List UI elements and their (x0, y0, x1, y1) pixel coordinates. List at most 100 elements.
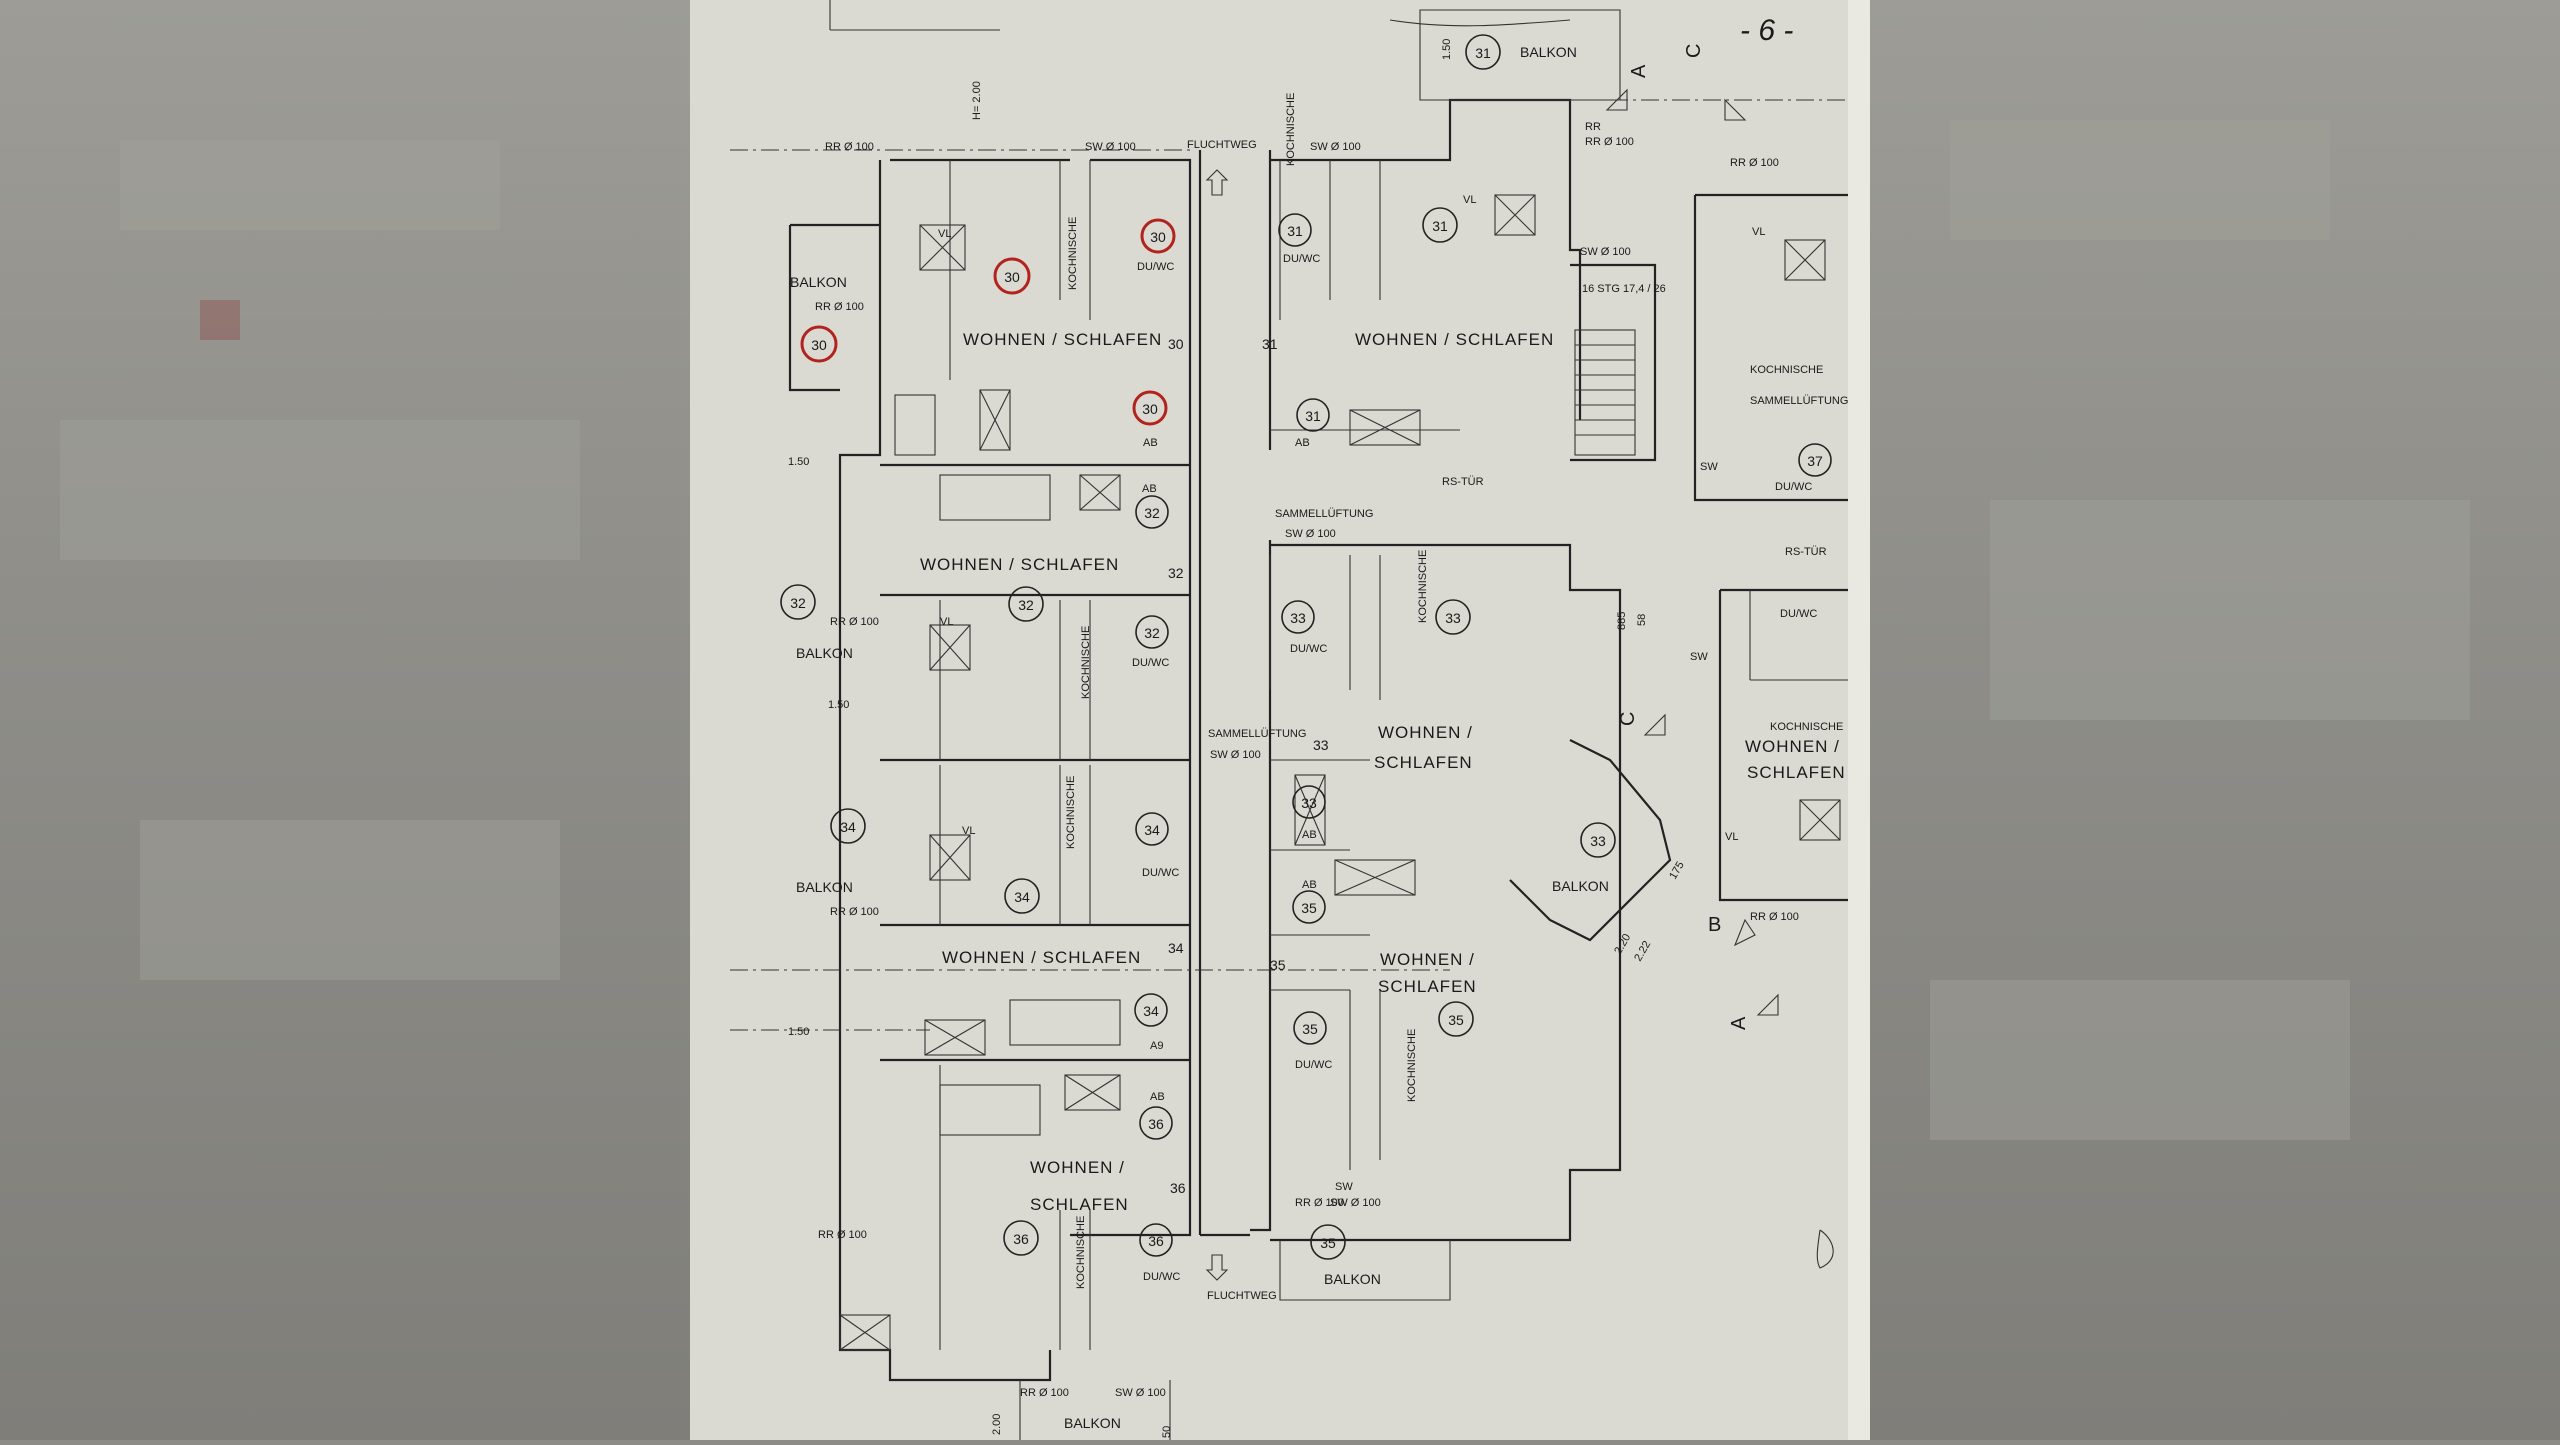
rs-tuer-label: RS-TÜR (1442, 476, 1484, 488)
stairs-label: 16 STG 17,4 / 26 (1582, 283, 1666, 295)
unit-35-number: 35 (1270, 957, 1286, 973)
unit-36-bath: DU/WC (1143, 1271, 1180, 1283)
unit-36-rr2: RR Ø 100 (818, 1229, 867, 1241)
unit-33-balcony: BALKON (1552, 878, 1609, 894)
unit-34-number: 34 (1168, 940, 1184, 956)
dim-150-a: 1.50 (788, 456, 809, 468)
unit-31-sw2: SW Ø 100 (1580, 246, 1631, 258)
dim-222: 2.22 (1632, 939, 1653, 964)
dim-200-bottom: 2.00 (991, 1414, 1003, 1435)
unit-36-id: 36 (1013, 1231, 1029, 1247)
unit-37-vl-2: VL (1725, 831, 1738, 843)
unit-35-bath: DU/WC (1295, 1059, 1332, 1071)
unit-31: WOHNEN / SCHLAFEN 31 31 DU/WC 31 31 AB 3… (1262, 34, 1634, 449)
unit-33: WOHNEN / SCHLAFEN 33 33 DU/WC 33 33 AB 3… (1275, 508, 1616, 894)
unit-30-vl: VL (938, 228, 951, 240)
unit-33-bath-id: 33 (1290, 610, 1306, 626)
unit-35-kitchen: KOCHNISCHE (1406, 1029, 1418, 1102)
unit-30-id: 30 (1004, 269, 1020, 285)
furniture-symbols (839, 194, 1841, 1351)
unit-34-room: WOHNEN / SCHLAFEN (942, 948, 1141, 967)
unit-35-balcony-id: 35 (1320, 1235, 1336, 1251)
dim-150-c: 1.50 (788, 1026, 809, 1038)
dim-220: 2.20 (1612, 932, 1633, 957)
unit-37-sw2: SW (1700, 461, 1718, 473)
unit-35-rr: RR Ø 100 (1295, 1197, 1344, 1209)
general-labels: FLUCHTWEG FLUCHTWEG RS-TÜR RS-TÜR (1187, 139, 1827, 1302)
unit-37: WOHNEN / SCHLAFEN 37 DU/WC DU/WC KOCHNIS… (1690, 157, 1848, 923)
unit-33-balcony-id: 33 (1590, 833, 1606, 849)
unit-36-number: 36 (1170, 1180, 1186, 1196)
handwritten-mark (1816, 1229, 1834, 1269)
unit-31-rr: RR (1585, 121, 1601, 133)
section-c-mid: C (1617, 712, 1639, 726)
unit-32-number: 32 (1168, 565, 1184, 581)
unit-37-sw: SW (1690, 651, 1708, 663)
unit-33-sammel: SAMMELLÜFTUNG (1275, 508, 1373, 520)
staircase: 16 STG 17,4 / 26 (1574, 283, 1666, 456)
unit-37-sammel: SAMMELLÜFTUNG (1750, 395, 1848, 407)
dimension-labels: H= 2.00 1.50 1.50 1.50 1.50 2.00 50 885 … (788, 39, 1687, 1438)
unit-32: WOHNEN / SCHLAFEN 32 AB 32 32 32 DU/WC 3… (780, 483, 1184, 699)
unit-35-room-2: SCHLAFEN (1378, 977, 1477, 996)
unit-32-vl: VL (940, 616, 953, 628)
unit-33-storage-id: 33 (1301, 795, 1317, 811)
page-number: - 6 - (1740, 14, 1793, 47)
unit-30-balcony-id: 30 (811, 337, 827, 353)
unit-30-room: WOHNEN / SCHLAFEN (963, 330, 1162, 349)
unit-34: WOHNEN / SCHLAFEN 34 34 DU/WC 34 34 A9 3… (796, 728, 1306, 1052)
unit-35: WOHNEN / SCHLAFEN 35 AB 35 35 35 DU/WC 3… (1270, 879, 1477, 1287)
unit-30-storage-id: 30 (1142, 401, 1158, 417)
floor-plan-sheet: - 6 - (690, 0, 1870, 1440)
section-c-top: C (1683, 44, 1705, 58)
unit-30-red-marker (993, 257, 1031, 295)
unit-35-storage-id: 35 (1301, 900, 1317, 916)
unit-36-room-2: SCHLAFEN (1030, 1195, 1129, 1214)
unit-30-balcony: BALKON (790, 274, 847, 290)
interior-partitions (880, 160, 1870, 1350)
unit-35-room-1: WOHNEN / (1380, 950, 1475, 969)
rr-label: RR Ø 100 (815, 301, 864, 313)
unit-34-storage-misprint: A9 (1150, 1040, 1163, 1052)
dim-150-b: 1.50 (828, 699, 849, 711)
unit-37-id: 37 (1807, 453, 1823, 469)
rs-tuer-label-2: RS-TÜR (1785, 546, 1827, 558)
unit-31-storage: AB (1295, 437, 1310, 449)
unit-36-rr: RR Ø 100 (1020, 1387, 1069, 1399)
unit-37-rr-top: RR Ø 100 (1730, 157, 1779, 169)
unit-34-balcony-id: 34 (840, 819, 856, 835)
unit-32-rr: RR Ø 100 (830, 616, 879, 628)
fluchtweg-top: FLUCHTWEG (1187, 139, 1257, 151)
unit-32-balcony-id: 32 (790, 595, 806, 611)
unit-34-vl: VL (962, 825, 975, 837)
dim-150-d: 1.50 (1441, 39, 1453, 60)
unit-35-storage: AB (1302, 879, 1317, 891)
dim-50-bottom: 50 (1161, 1426, 1173, 1438)
unit-30-bath-id: 30 (1150, 229, 1166, 245)
dim-885: 885 (1616, 612, 1628, 630)
blurred-background-left (0, 0, 690, 1440)
dim-175: 175 (1667, 860, 1687, 882)
unit-32-storage-id: 32 (1144, 505, 1160, 521)
unit-34-id: 34 (1014, 889, 1030, 905)
unit-36-balcony: BALKON (1064, 1415, 1121, 1431)
unit-35-sw-val: SW Ø 100 (1330, 1197, 1381, 1209)
unit-35-balcony: BALKON (1324, 1271, 1381, 1287)
unit-34-rr: RR Ø 100 (830, 906, 879, 918)
unit-37-bath-2: DU/WC (1780, 608, 1817, 620)
unit-30-red-marker-storage (1132, 390, 1168, 426)
unit-34-bath-id: 34 (1144, 822, 1160, 838)
unit-36-sw: SW Ø 100 (1115, 1387, 1166, 1399)
fluchtweg-bottom: FLUCHTWEG (1207, 1290, 1277, 1302)
unit-32-bath: DU/WC (1132, 657, 1169, 669)
section-marks: A C C B A (1605, 44, 1779, 1030)
section-b: B (1708, 914, 1721, 936)
unit-35-bath-id: 35 (1302, 1021, 1318, 1037)
unit-37-kitchen: KOCHNISCHE (1750, 364, 1823, 376)
unit-36-bath-id: 36 (1148, 1233, 1164, 1249)
unit-36-storage: AB (1150, 1091, 1165, 1103)
unit-37-rr: RR Ø 100 (1750, 911, 1799, 923)
unit-30-sw: SW Ø 100 (1085, 141, 1136, 153)
unit-30-bath: DU/WC (1137, 261, 1174, 273)
unit-34-bath: DU/WC (1142, 867, 1179, 879)
